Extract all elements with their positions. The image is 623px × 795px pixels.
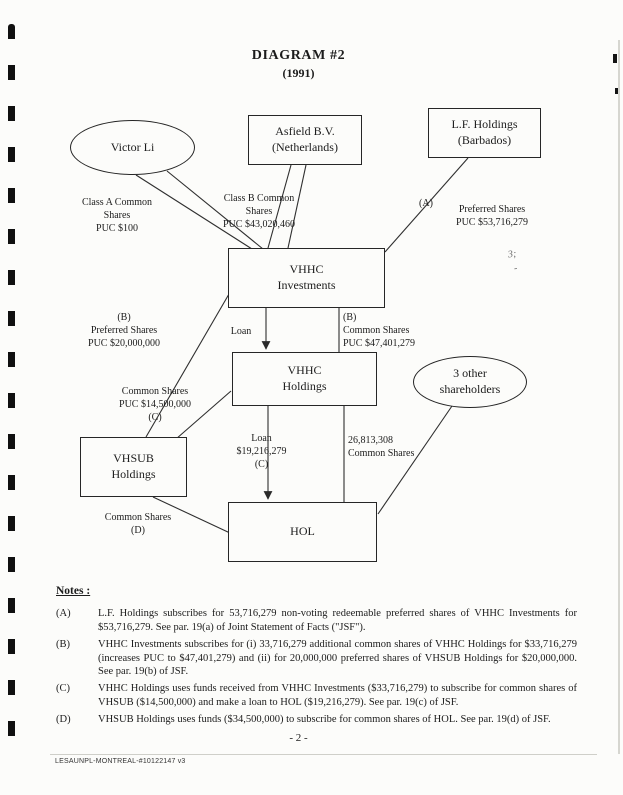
edge-label-preferred-shares-b: (B) Preferred Shares PUC $20,000,000 xyxy=(88,312,160,349)
note-text: VHHC Holdings uses funds received from V… xyxy=(98,683,577,709)
node-vhsub-holdings: VHSUB Holdings xyxy=(80,437,187,497)
edge-label-loan-upper: Loan xyxy=(230,326,252,337)
edge-label-common-shares-26m: 26,813,308 Common Shares xyxy=(348,435,415,459)
page-number: - 2 - xyxy=(289,732,308,744)
note-text: L.F. Holdings subscribes for 53,716,279 … xyxy=(98,608,577,633)
edge-label-a-marker: (A) xyxy=(419,198,433,209)
scan-speck xyxy=(615,88,618,94)
note-item: (C) VHHC Holdings uses funds received fr… xyxy=(56,682,577,710)
note-label: (C) xyxy=(56,683,70,695)
node-vhhc-holdings: VHHC Holdings xyxy=(232,352,377,406)
scan-edge xyxy=(618,40,620,754)
footer-divider xyxy=(50,754,597,755)
edge-label-loan-lower: Loan $19,216,279 (C) xyxy=(236,433,287,470)
node-lf-holdings: L.F. Holdings (Barbados) xyxy=(428,108,541,158)
binding-marks xyxy=(8,24,15,762)
edge-label-common-shares-c: Common Shares PUC $14,500,000 (C) xyxy=(119,386,191,423)
diagram-title: DIAGRAM #2 xyxy=(251,48,346,63)
node-other-shareholders: 3 other shareholders xyxy=(413,356,527,408)
edge-label-class-b-shares: Class B Common Shares PUC $43,020,460 xyxy=(223,193,295,230)
edge-label-class-a-shares: Class A Common Shares PUC $100 xyxy=(81,197,152,234)
note-text: VHSUB Holdings uses funds ($34,500,000) … xyxy=(98,714,551,726)
note-item: (B) VHHC Investments subscribes for (i) … xyxy=(56,638,577,680)
scan-artifact-mark: 3; xyxy=(507,248,518,261)
note-text: VHHC Investments subscribes for (i) 33,7… xyxy=(98,638,577,678)
node-victor-li: Victor Li xyxy=(70,120,195,175)
scan-speck xyxy=(613,54,617,63)
notes-heading: Notes : xyxy=(56,585,91,597)
edge-label-preferred-shares-a: Preferred Shares PUC $53,716,279 xyxy=(456,204,528,228)
diagram-year: (1991) xyxy=(282,66,315,80)
note-label: (D) xyxy=(56,714,71,726)
node-asfield-bv: Asfield B.V. (Netherlands) xyxy=(248,115,362,165)
notes-list: (A) L.F. Holdings subscribes for 53,716,… xyxy=(56,607,577,730)
note-label: (B) xyxy=(56,638,70,650)
note-item: (A) L.F. Holdings subscribes for 53,716,… xyxy=(56,607,577,635)
edge-label-common-shares-d: Common Shares (D) xyxy=(104,512,172,536)
edge-label-common-shares-b: (B) Common Shares PUC $47,401,279 xyxy=(343,312,415,349)
note-item: (D) VHSUB Holdings uses funds ($34,500,0… xyxy=(56,713,577,727)
node-hol: HOL xyxy=(228,502,377,562)
note-label: (A) xyxy=(56,608,71,619)
footer-doc-id: LESAUNPL-MONTREAL-#10122147 v3 xyxy=(55,758,186,765)
node-vhhc-investments: VHHC Investments xyxy=(228,248,385,308)
